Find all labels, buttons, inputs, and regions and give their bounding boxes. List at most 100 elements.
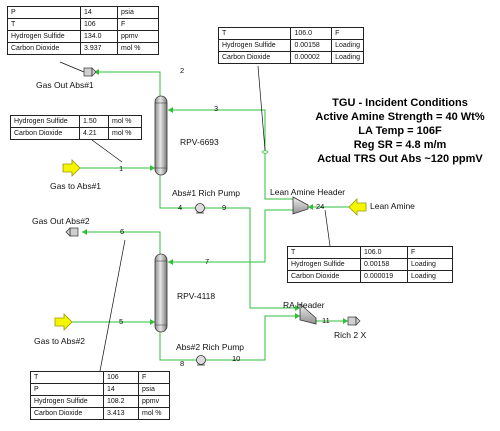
table-row: Hydrogen Sulfide 0.00158 Loading bbox=[217, 39, 364, 52]
vessel-rpv-6693[interactable] bbox=[154, 95, 168, 176]
incident-conditions-summary: TGU - Incident Conditions Active Amine S… bbox=[300, 96, 500, 166]
stream-3-marker bbox=[261, 150, 269, 154]
gas-out-abs2-outlet[interactable] bbox=[65, 227, 79, 237]
leader-lines bbox=[59, 61, 331, 372]
feed-arrow-gas-to-abs1[interactable] bbox=[62, 159, 81, 177]
lean-amine-header-splitter[interactable] bbox=[292, 196, 309, 215]
table-cell: 134.0 bbox=[80, 30, 118, 43]
summary-line-1: TGU - Incident Conditions bbox=[332, 97, 468, 109]
label-rpv-4118: RPV-4118 bbox=[177, 291, 216, 301]
label-lean-amine: Lean Amine bbox=[370, 201, 415, 211]
table-cell: T bbox=[7, 18, 81, 31]
table-cell: 0.000019 bbox=[360, 270, 408, 283]
arrow-stream-24 bbox=[308, 204, 313, 210]
table-row: Carbon Dioxide 3.937 mol % bbox=[7, 42, 159, 55]
table-cell: Loading bbox=[331, 51, 364, 64]
arrow-stream-3 bbox=[168, 107, 173, 113]
label-gas-out-abs2: Gas Out Abs#2 bbox=[32, 216, 90, 226]
table-cell: Carbon Dioxide bbox=[217, 51, 292, 64]
table-cell: 0.00158 bbox=[360, 258, 408, 271]
table-row: T 106 F bbox=[7, 18, 159, 31]
leader-gas-out-abs2 bbox=[99, 239, 126, 372]
feed-arrow-lean-amine[interactable] bbox=[348, 198, 367, 216]
table-cell: T bbox=[30, 371, 104, 384]
stream-label-7: 7 bbox=[205, 257, 210, 266]
stream-2-line bbox=[95, 71, 161, 96]
table-cell: Carbon Dioxide bbox=[10, 127, 80, 140]
label-ra-header: RA Header bbox=[283, 300, 325, 310]
table-cell: 106.0 bbox=[360, 246, 408, 259]
table-gas-to-abs1: Hydrogen Sulfide 1.50 mol % Carbon Dioxi… bbox=[10, 115, 142, 140]
table-cell: Hydrogen Sulfide bbox=[10, 115, 80, 128]
table-gas-out-abs1: P 14 psia T 106 F Hydrogen Sulfide 134.0… bbox=[7, 6, 159, 55]
stream-9-line bbox=[205, 207, 300, 309]
gas-out-abs1-outlet[interactable] bbox=[83, 67, 97, 77]
summary-line-3: LA Temp = 106F bbox=[358, 125, 442, 137]
table-cell: 3.937 bbox=[80, 42, 118, 55]
table-row: Carbon Dioxide 4.21 mol % bbox=[10, 127, 142, 140]
table-row: Carbon Dioxide 0.00002 Loading bbox=[217, 51, 364, 64]
table-cell: 108.2 bbox=[103, 395, 139, 408]
table-cell: F bbox=[407, 246, 453, 259]
table-cell: Carbon Dioxide bbox=[287, 270, 361, 283]
table-row: Carbon Dioxide 0.000019 Loading bbox=[287, 270, 453, 283]
table-row: T 106 F bbox=[30, 371, 170, 384]
table-cell: mol % bbox=[117, 42, 159, 55]
table-cell: T bbox=[217, 27, 292, 40]
table-cell: F bbox=[138, 371, 170, 384]
table-row: P 14 psia bbox=[30, 383, 170, 396]
table-cell: 0.00158 bbox=[290, 39, 333, 52]
leader-stream7 bbox=[324, 209, 331, 247]
vessel-rpv-4118[interactable] bbox=[154, 253, 168, 333]
pump-abs1[interactable] bbox=[195, 203, 205, 214]
arrow-stream-5 bbox=[150, 319, 155, 325]
table-cell: Loading bbox=[331, 39, 364, 52]
table-stream7: T 106.0 F Hydrogen Sulfide 0.00158 Loadi… bbox=[287, 246, 453, 283]
stream-7-line bbox=[168, 209, 293, 263]
table-cell: psia bbox=[117, 6, 159, 19]
table-row: Hydrogen Sulfide 1.50 mol % bbox=[10, 115, 142, 128]
feed-arrow-gas-to-abs2[interactable] bbox=[54, 313, 73, 331]
pump-abs2[interactable] bbox=[196, 355, 206, 366]
stream-label-1: 1 bbox=[119, 164, 124, 173]
table-cell: P bbox=[30, 383, 104, 396]
arrow-stream-2 bbox=[94, 69, 99, 75]
table-cell: 14 bbox=[103, 383, 139, 396]
table-cell: Hydrogen Sulfide bbox=[287, 258, 361, 271]
table-cell: 106 bbox=[103, 371, 139, 384]
stream-label-5: 5 bbox=[119, 317, 124, 326]
table-cell: ppmv bbox=[117, 30, 159, 43]
table-gas-out-abs2: T 106 F P 14 psia Hydrogen Sulfide 108.2… bbox=[30, 371, 170, 420]
table-row: T 106.0 F bbox=[217, 27, 364, 40]
table-row: T 106.0 F bbox=[287, 246, 453, 259]
summary-line-5: Actual TRS Out Abs ~120 ppmV bbox=[317, 153, 483, 165]
summary-line-4: Reg SR = 4.8 m/m bbox=[353, 139, 447, 151]
label-gas-to-abs1: Gas to Abs#1 bbox=[50, 181, 102, 191]
stream-label-9: 9 bbox=[222, 203, 227, 212]
stream-10-line bbox=[206, 315, 300, 361]
table-cell: mol % bbox=[108, 115, 142, 128]
summary-line-2: Active Amine Strength = 40 Wt% bbox=[315, 111, 485, 123]
rich-2x-outlet[interactable] bbox=[347, 316, 361, 326]
table-cell: F bbox=[117, 18, 159, 31]
table-cell: Hydrogen Sulfide bbox=[7, 30, 81, 43]
arrow-stream-11 bbox=[343, 318, 348, 324]
table-cell: mol % bbox=[108, 127, 142, 140]
table-cell: Hydrogen Sulfide bbox=[217, 39, 292, 52]
leader-gas-to-abs1 bbox=[91, 139, 123, 163]
label-rich-2x: Rich 2 X bbox=[334, 330, 367, 340]
arrow-stream-1 bbox=[150, 165, 155, 171]
table-cell: 0.00002 bbox=[290, 51, 333, 64]
label-gas-out-abs1: Gas Out Abs#1 bbox=[36, 80, 94, 90]
table-row: Hydrogen Sulfide 134.0 ppmv bbox=[7, 30, 159, 43]
table-cell: F bbox=[331, 27, 364, 40]
ra-header-mixer[interactable] bbox=[299, 303, 317, 325]
table-cell: P bbox=[7, 6, 81, 19]
stream-6-line bbox=[82, 231, 161, 254]
stream-label-10: 10 bbox=[232, 354, 241, 363]
table-cell: Carbon Dioxide bbox=[7, 42, 81, 55]
stream-4-line bbox=[159, 175, 195, 209]
table-cell: psia bbox=[138, 383, 170, 396]
stream-label-6: 6 bbox=[120, 227, 125, 236]
